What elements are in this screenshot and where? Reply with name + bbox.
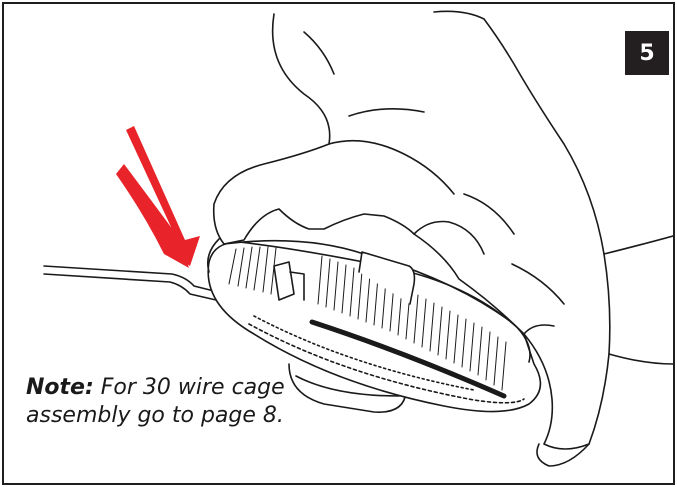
hand-trimmer-head-illustration xyxy=(43,10,673,467)
disc-band-stripe xyxy=(309,319,507,399)
note-body: For 30 wire cage assembly go to page 8. xyxy=(26,375,285,428)
trimmer-line xyxy=(43,265,219,293)
step-number: 5 xyxy=(639,40,655,66)
hand xyxy=(212,10,611,450)
latch-tab xyxy=(358,251,416,305)
note-label: Note: xyxy=(26,375,94,400)
red-arrow-icon xyxy=(116,126,200,268)
step-number-badge: 5 xyxy=(625,31,669,75)
note-text-block: Note: For 30 wire cage assembly go to pa… xyxy=(26,374,326,430)
